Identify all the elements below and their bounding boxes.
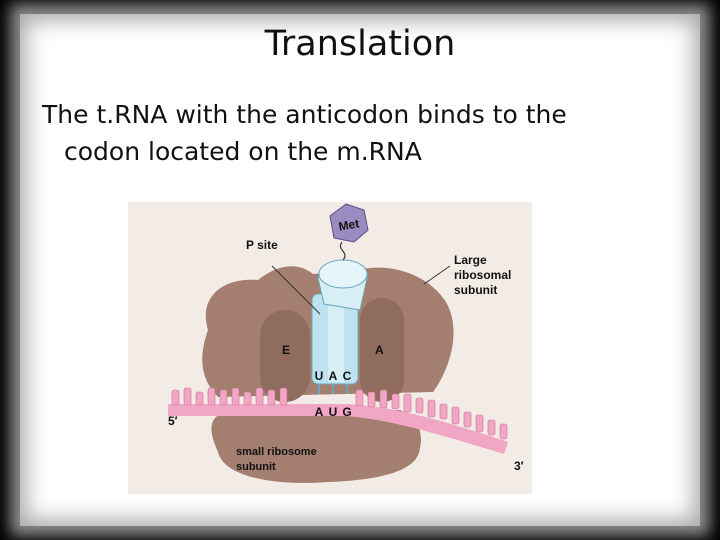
- anticodon-base-3: C: [343, 369, 352, 383]
- small-subunit-label-line2: subunit: [236, 461, 276, 473]
- trna-molecule: [311, 259, 369, 394]
- body-line-1: The t.RNA with the anticodon binds to th…: [42, 100, 567, 129]
- codon-base-1: A: [315, 405, 324, 419]
- codon-base-2: U: [329, 405, 338, 419]
- met-label: Met: [337, 216, 360, 233]
- a-site-label: A: [375, 343, 384, 357]
- e-site-pocket: [260, 310, 310, 402]
- anticodon-base-1: U: [315, 369, 324, 383]
- met-amino-acid: Met: [329, 203, 369, 261]
- anticodon-base-2: A: [329, 369, 338, 383]
- e-site-label: E: [282, 343, 290, 357]
- p-site-label: P site: [246, 238, 278, 252]
- slide-title: Translation: [264, 24, 456, 64]
- three-prime-label: 3′: [514, 459, 524, 473]
- large-subunit-leader: [423, 265, 451, 285]
- mrna-strand: [168, 387, 508, 454]
- slide-body-text: The t.RNA with the anticodon binds to th…: [42, 96, 662, 170]
- ribosome-svg: Met P site Large ribosomal subunit E A U…: [128, 202, 532, 494]
- body-line-2: codon located on the m.RNA: [64, 137, 422, 166]
- codon-base-3: G: [342, 405, 351, 419]
- ribosome-diagram: Met P site Large ribosomal subunit E A U…: [128, 202, 532, 494]
- large-subunit-label-line1: Large: [454, 253, 487, 267]
- large-subunit-label-line2: ribosomal: [454, 268, 511, 282]
- small-ribosomal-subunit: [211, 410, 422, 483]
- large-subunit-label-line3: subunit: [454, 283, 497, 297]
- a-site-pocket: [360, 298, 404, 402]
- p-site-leader: [271, 265, 321, 315]
- five-prime-label: 5′: [168, 414, 178, 428]
- small-subunit-label-line1: small ribosome: [236, 446, 317, 458]
